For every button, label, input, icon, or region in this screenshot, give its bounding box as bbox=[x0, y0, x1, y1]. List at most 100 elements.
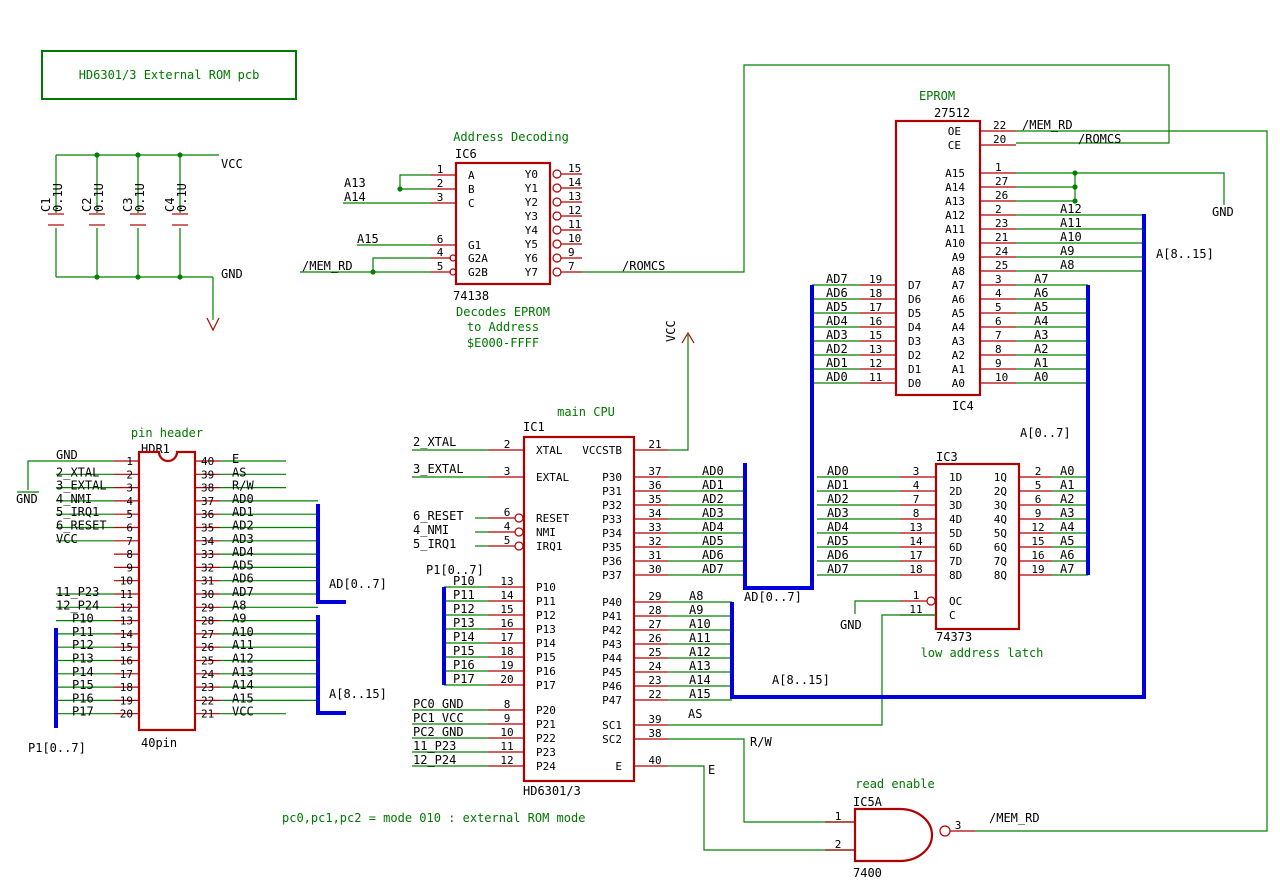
net-label: A3 bbox=[1060, 506, 1074, 520]
net-label: AD7 bbox=[827, 562, 849, 576]
ic4-pin-name: A10 bbox=[945, 237, 965, 250]
ic4-pin-number: 11 bbox=[869, 371, 882, 384]
net-label: 12_P24 bbox=[413, 753, 456, 767]
ic6-pin-number: 9 bbox=[568, 246, 575, 259]
bus-label-p1: P1[0..7] bbox=[28, 741, 86, 755]
romcs-wire bbox=[582, 64, 1170, 273]
ic1-pin-number: 25 bbox=[648, 646, 661, 659]
net-label: A2 bbox=[1060, 492, 1074, 506]
ic4-pin-number: 7 bbox=[995, 329, 1002, 342]
ic1-pin-name: P34 bbox=[602, 527, 622, 540]
ic6-pin-name: Y7 bbox=[525, 266, 538, 279]
hdr1-pin-number: 26 bbox=[201, 641, 214, 654]
ic1-cpu: main CPU IC1 HD6301/3 bbox=[522, 405, 636, 798]
net-label: P13 bbox=[453, 616, 475, 630]
ic4-pin-name: D6 bbox=[908, 293, 921, 306]
ic1-pin-name: P17 bbox=[536, 679, 556, 692]
ic4-pin-name: A12 bbox=[945, 209, 965, 222]
net-label: AD3 bbox=[826, 328, 848, 342]
ic4-pin-name: A4 bbox=[952, 321, 966, 334]
ic6-pin-number: 7 bbox=[568, 260, 575, 273]
junction-dot bbox=[94, 274, 100, 280]
ic4-pin-number: 4 bbox=[995, 287, 1002, 300]
net-label: A13 bbox=[232, 665, 254, 679]
net-label-a15: A15 bbox=[357, 232, 379, 246]
hdr1-pin-number: 12 bbox=[120, 601, 133, 614]
hdr1-pin-number: 25 bbox=[201, 655, 214, 668]
hdr1-pin-number: 22 bbox=[201, 694, 214, 707]
net-label-e: E bbox=[708, 763, 715, 777]
hdr1-ref: HDR1 bbox=[141, 442, 170, 456]
ic3-pin-name: 5Q bbox=[994, 527, 1007, 540]
net-label: A0 bbox=[1034, 370, 1048, 384]
ic1-pin-name: RESET bbox=[536, 512, 569, 525]
net-label: P17 bbox=[453, 672, 475, 686]
ic1-pin-name: EXTAL bbox=[536, 471, 569, 484]
net-label: P17 bbox=[72, 705, 94, 719]
ic6-pin-name: C bbox=[468, 197, 475, 210]
ic4-pin-number: 10 bbox=[995, 371, 1008, 384]
ic3-pin-name: C bbox=[949, 609, 956, 622]
net-label: E bbox=[232, 452, 239, 466]
cap-name: C1 bbox=[39, 198, 53, 212]
ic4-pin-name: A14 bbox=[945, 181, 965, 194]
ic6-pin-number: 3 bbox=[437, 191, 444, 204]
net-label: AD5 bbox=[826, 300, 848, 314]
net-label: A10 bbox=[1060, 230, 1082, 244]
ic1-pin-name: P14 bbox=[536, 637, 556, 650]
hdr1-pin-number: 11 bbox=[120, 588, 133, 601]
hdr1-pin-number: 2 bbox=[126, 468, 133, 481]
ic3-pin-name: 5D bbox=[949, 527, 962, 540]
ic6-pin-name: A bbox=[468, 169, 475, 182]
ic4-pin-number: 1 bbox=[995, 161, 1002, 174]
hdr1-pin-number: 33 bbox=[201, 548, 214, 561]
cap-name: C3 bbox=[121, 198, 135, 212]
ic3-pin-number: 11 bbox=[909, 603, 922, 616]
ic1-pin-name: P13 bbox=[536, 623, 556, 636]
wire bbox=[399, 174, 431, 189]
hdr1-pin-number: 27 bbox=[201, 628, 214, 641]
hdr1-pin-number: 32 bbox=[201, 561, 214, 574]
ic4-pin-name: A9 bbox=[952, 251, 965, 264]
net-label: AD1 bbox=[827, 478, 849, 492]
ic1-pin-name: XTAL bbox=[536, 444, 563, 457]
ic6-pin-number: 6 bbox=[437, 233, 444, 246]
ic6-pin-number: 1 bbox=[437, 163, 444, 176]
vcc-label: VCC bbox=[221, 157, 243, 171]
hdr1-pin-number: 23 bbox=[201, 681, 214, 694]
ic1-pin-name: P30 bbox=[602, 471, 622, 484]
net-label: P12 bbox=[72, 638, 94, 652]
ic1-caption: main CPU bbox=[557, 405, 615, 419]
vcc-wire bbox=[668, 335, 689, 451]
net-label: AD4 bbox=[826, 314, 848, 328]
ic3-latch: IC3 74373 low address latch bbox=[921, 450, 1044, 660]
net-label: A6 bbox=[1060, 548, 1074, 562]
ic4-pin-name: D2 bbox=[908, 349, 921, 362]
ic1-pin-number: 17 bbox=[500, 631, 513, 644]
net-label: A9 bbox=[232, 612, 246, 626]
ic1-pin-name: E bbox=[615, 760, 622, 773]
ic4-eprom: EPROM 27512 IC4 bbox=[894, 89, 982, 413]
ic1-pin-name: P44 bbox=[602, 652, 622, 665]
ic3-pin-number: 8 bbox=[913, 507, 920, 520]
net-label-mem-rd: /MEM_RD bbox=[989, 811, 1040, 825]
hdr1-pin-number: 29 bbox=[201, 601, 214, 614]
net-label: 5_IRQ1 bbox=[56, 505, 99, 519]
ic1-pin-name: P21 bbox=[536, 718, 556, 731]
ic3-pin-number: 3 bbox=[913, 465, 920, 478]
net-label: A9 bbox=[1060, 244, 1074, 258]
ic4-part: 27512 bbox=[934, 106, 970, 120]
ic4-pin-name: D4 bbox=[908, 321, 922, 334]
ic4-caption: EPROM bbox=[919, 89, 955, 103]
wire bbox=[372, 257, 431, 272]
bus-ad-header bbox=[316, 504, 346, 604]
net-label: P10 bbox=[72, 612, 94, 626]
net-label: A6 bbox=[1034, 286, 1048, 300]
hdr1-pin-number: 10 bbox=[120, 575, 133, 588]
cap-name: C4 bbox=[163, 198, 177, 212]
ic1-pin-number: 31 bbox=[648, 549, 661, 562]
ic1-pin-name: P41 bbox=[602, 610, 622, 623]
bus-label-a-lo: A[0..7] bbox=[1020, 426, 1071, 440]
ic4-pin-number: 13 bbox=[869, 343, 882, 356]
ic1-pin-name: SC1 bbox=[602, 719, 622, 732]
